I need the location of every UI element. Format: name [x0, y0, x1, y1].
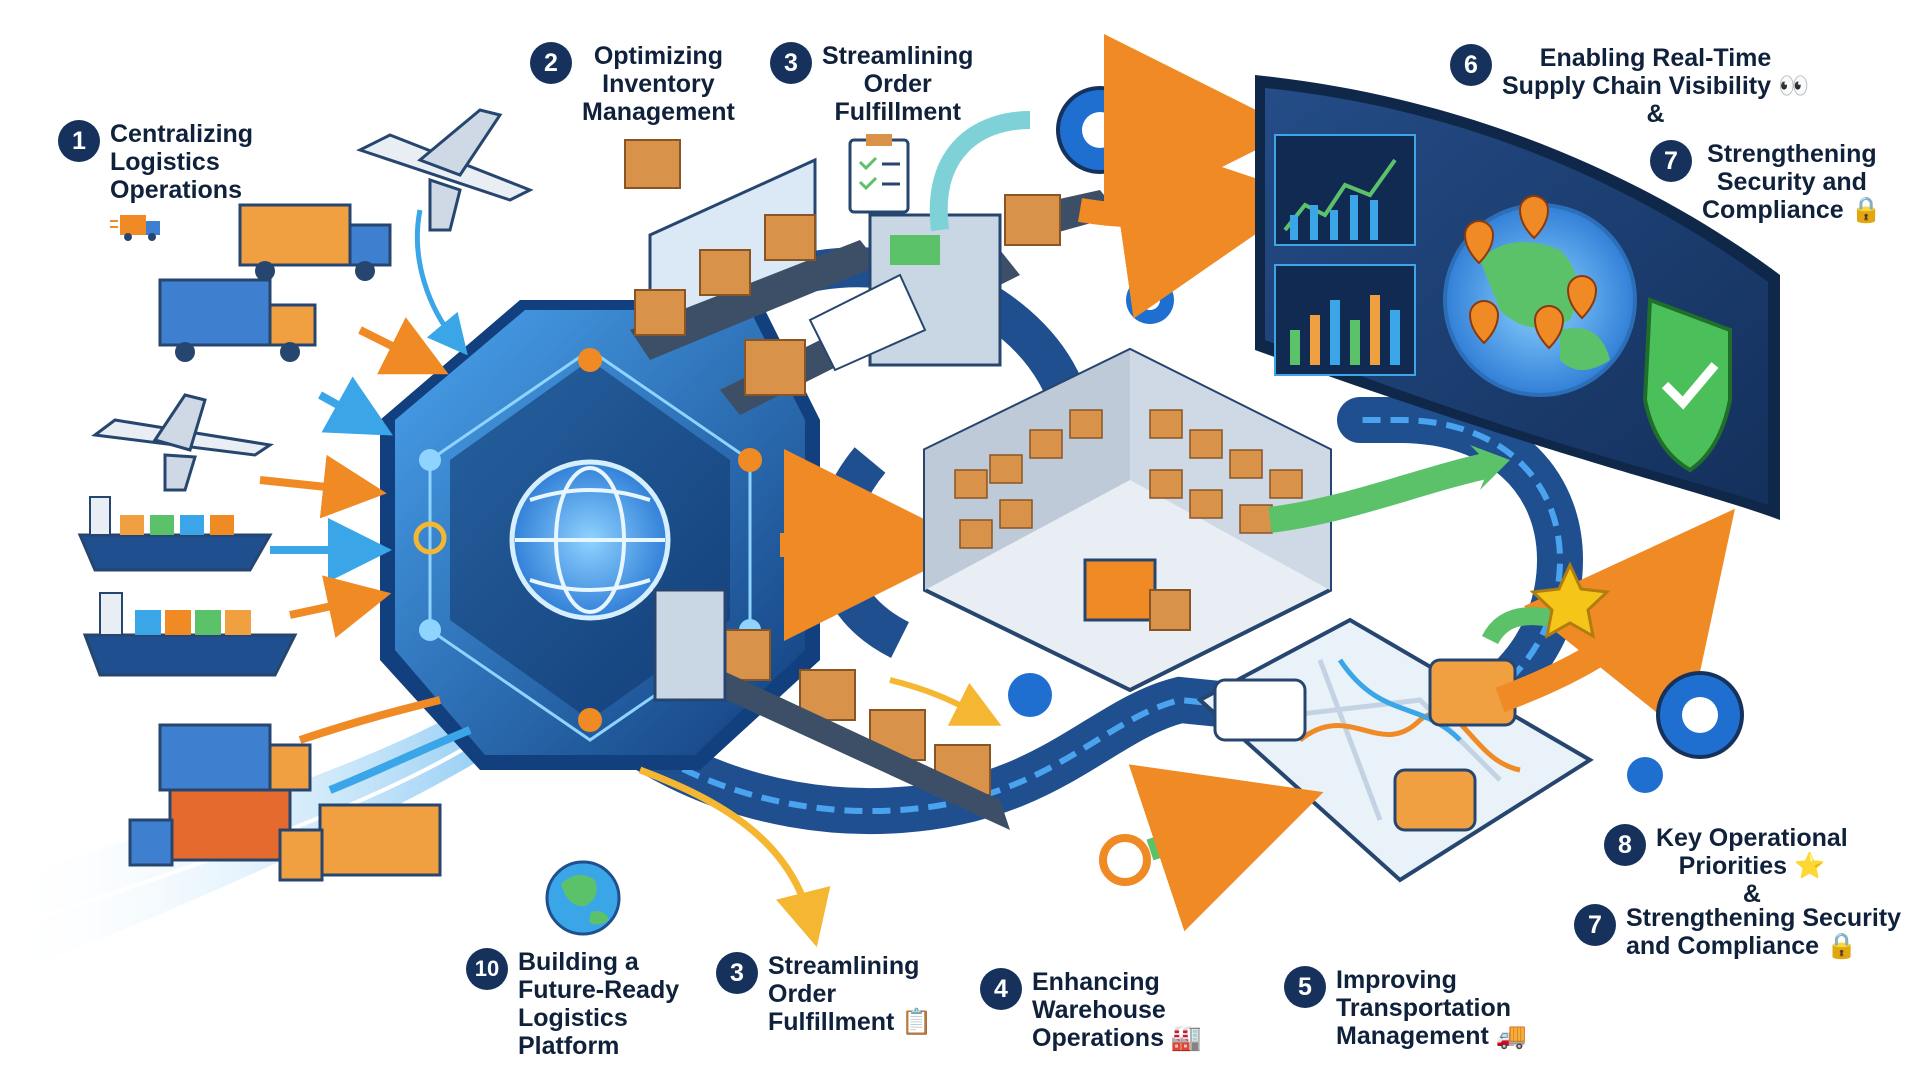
dashboard-screen [1255, 75, 1780, 520]
label-text: Streamlining Order Fulfillment 📋 [768, 952, 933, 1036]
label-centralizing-logistics: 1 Centralizing Logistics Operations [58, 120, 253, 204]
label-enhancing-warehouse: 4 Enhancing Warehouse Operations 🏭 [980, 968, 1202, 1052]
input-arrows [259, 209, 472, 794]
airplane-icon [91, 393, 275, 492]
label-key-priorities: 8 Key Operational Priorities ⭐ & [1604, 824, 1848, 908]
scanner-machine [653, 588, 727, 702]
box-icon [624, 139, 681, 189]
label-future-ready-platform: 10 Building a Future-Ready Logistics Pla… [466, 948, 679, 1060]
clipboard-icon [848, 134, 910, 214]
label-text: Centralizing Logistics Operations [110, 120, 254, 204]
step-number-badge: 10 [466, 948, 508, 990]
truck-icon [158, 723, 312, 792]
step-number-badge: 2 [530, 42, 572, 84]
label-security-compliance-bottom: 7 Strengthening Security and Compliance … [1574, 904, 1901, 960]
receipt [808, 273, 927, 372]
label-security-compliance-top: 7 Strengthening Security and Compliance … [1650, 140, 1882, 224]
gear-icon [1008, 673, 1052, 717]
label-optimizing-inventory: 2 Optimizing Inventory Management [530, 42, 735, 126]
label-improving-transportation: 5 Improving Transportation Management 🚚 [1284, 966, 1527, 1050]
truck-icon [278, 803, 442, 882]
sync-icon [1099, 834, 1151, 886]
step-number-badge: 3 [770, 42, 812, 84]
warehouse [923, 347, 1332, 693]
truck-icon [238, 203, 392, 281]
label-text: Building a Future-Ready Logistics Platfo… [518, 948, 680, 1060]
truck-icon [128, 788, 292, 867]
label-text: Streamlining Order Fulfillment [822, 42, 974, 126]
route-map [1196, 617, 1594, 883]
label-real-time-visibility: 6 Enabling Real-Time Supply Chain Visibi… [1450, 44, 1809, 128]
airplane-icon [356, 108, 534, 232]
step-number-badge: 7 [1574, 904, 1616, 946]
star-icon [1529, 561, 1611, 639]
label-streamlining-order-top: 3 Streamlining Order Fulfillment [770, 42, 973, 126]
label-text: Enabling Real-Time Supply Chain Visibili… [1502, 44, 1810, 128]
location-pin-icons [1463, 195, 1598, 350]
step-number-badge: 1 [58, 120, 100, 162]
incoming-vehicles [77, 108, 534, 882]
gear-icon [1627, 757, 1663, 793]
label-text: Optimizing Inventory Management [582, 42, 735, 126]
process-gears [780, 34, 1311, 641]
step-number-badge: 3 [716, 952, 758, 994]
label-text: Improving Transportation Management 🚚 [1336, 966, 1527, 1050]
step-number-badge: 7 [1650, 140, 1692, 182]
forklift [1083, 558, 1157, 622]
ship-icon [82, 592, 298, 677]
delivery-truck-icon [110, 215, 160, 241]
ship-icon [77, 496, 273, 572]
label-text: Strengthening Security and Compliance 🔒 [1626, 904, 1902, 960]
label-text: Strengthening Security and Compliance 🔒 [1702, 140, 1882, 224]
globe-icon [545, 860, 621, 936]
step-number-badge: 6 [1450, 44, 1492, 86]
van-icon [1213, 678, 1307, 742]
step-number-badge: 8 [1604, 824, 1646, 866]
boxes [624, 139, 1010, 830]
label-streamlining-order-bottom: 3 Streamlining Order Fulfillment 📋 [716, 952, 932, 1036]
label-text: Enhancing Warehouse Operations 🏭 [1032, 968, 1203, 1052]
truck-icon [158, 278, 317, 362]
shield-icon [1642, 297, 1732, 473]
gear-icon [413, 521, 447, 555]
van-icon [1393, 768, 1477, 832]
priority-arrows [638, 445, 1744, 948]
label-text: Key Operational Priorities ⭐ & [1656, 824, 1848, 908]
step-number-badge: 4 [980, 968, 1022, 1010]
step-number-badge: 5 [1284, 966, 1326, 1008]
